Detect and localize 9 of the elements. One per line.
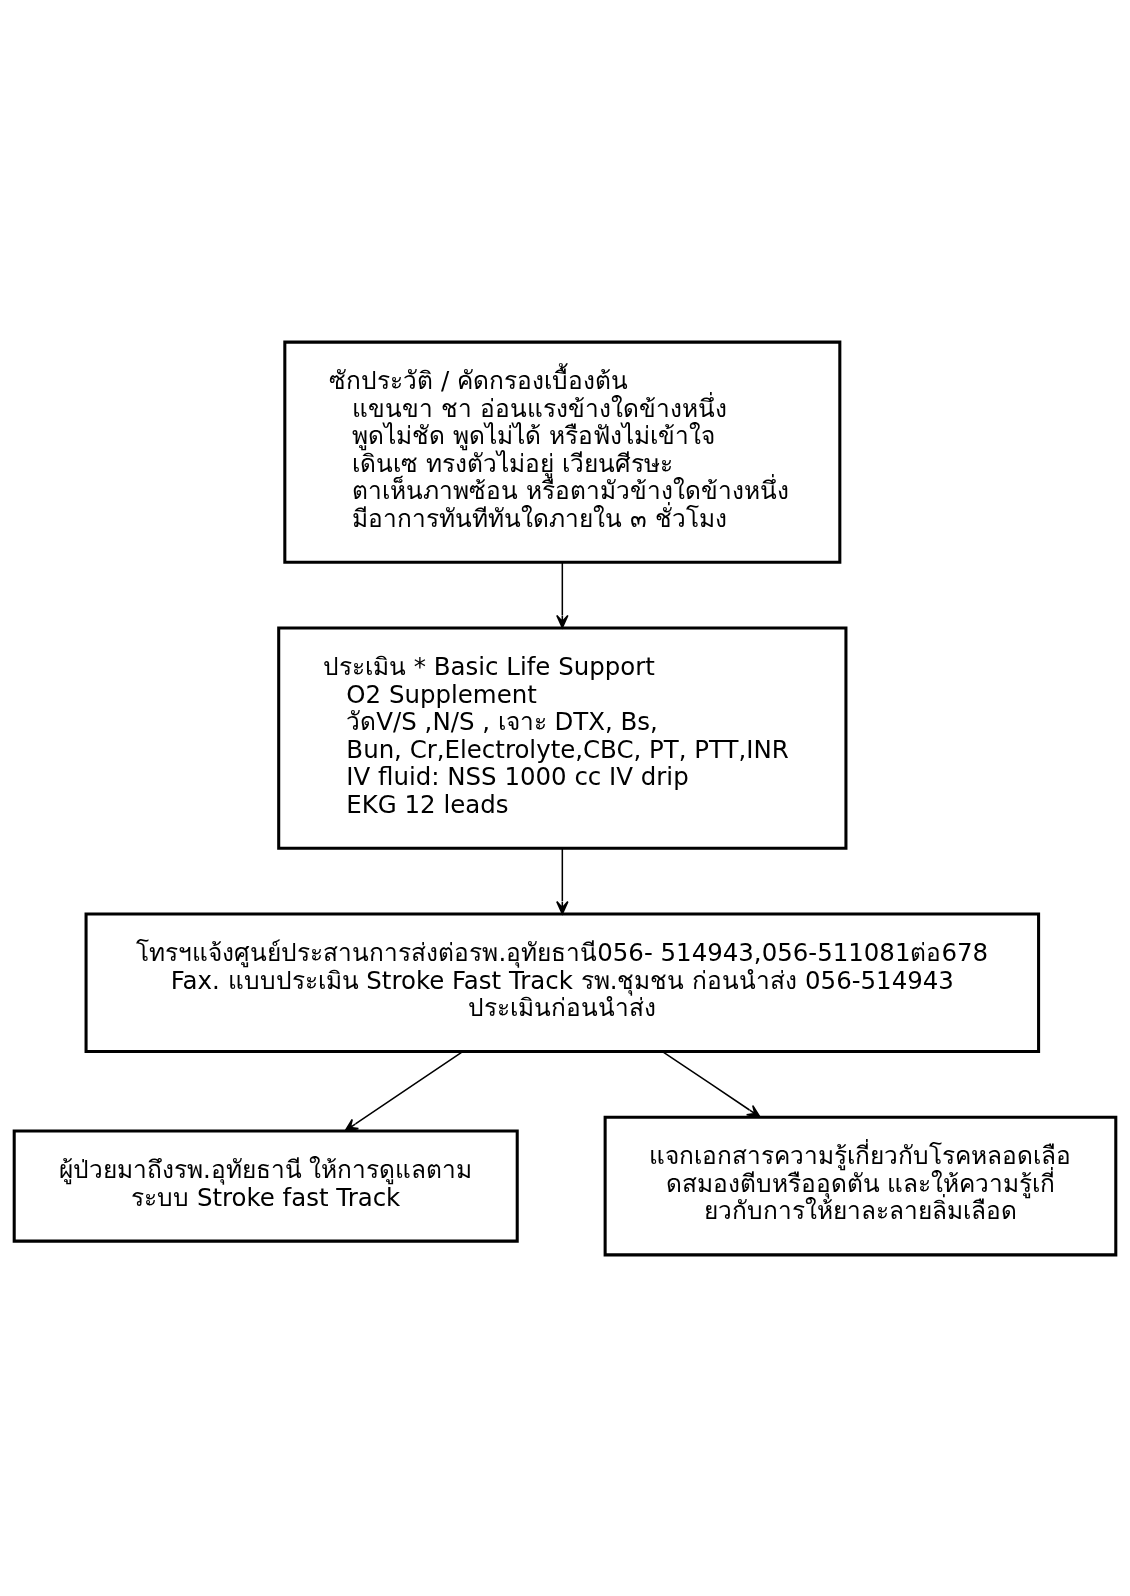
arrow <box>344 1050 464 1132</box>
node-box: โทรฯแจ้งศูนย์ประสานการส่งต่อรพ.อุทัยธานี056- 514943,056-511081ต่อ678 Fax. แบบประเมิน Stroke Fast Track รพ.ชุมชน ก่อนนำส่ง 056-514943 ประเมินก่อนนำส่ง <box>84 911 1041 1053</box>
node-box: ซักประวัติ / คัดกรองเบื้องต้น แขนขา ชา อ่อนแรงข้างใดข้างหนึ่ง พูดไม่ชัด พูดไม่ได้ หรือฟังไม่เข้าใจ เดินเซ ทรงตัวไม่อยู่ เวียนศีรษะ ตาเห็นภาพซ้อน หรือตามัวข้างใดข้างหนึ่ง มีอาการทันทีทันใดภายใน ๓ ชั่วโมง <box>283 340 842 564</box>
node-box: แจกเอกสารความรู้เกี่ยวกับโรคหลอดเลือดสมองตีบหรืออุดตัน และให้ความรู้เกี่ยวกับการให้ยาละลายลิ่มเลือด <box>603 1115 1118 1256</box>
node-box: ผู้ป่วยมาถึงรพ.อุทัยธานี ให้การดูแลตาม ระบบ Stroke fast Track <box>12 1129 519 1243</box>
arrow <box>662 1050 761 1118</box>
arrow <box>556 561 569 628</box>
node-box: ประเมิน * Basic Life Support O2 Supplement วัดV/S ,N/S , เจาะ DTX, Bs, Bun, Cr,Electrolyte,CBC, PT, PTT,INR IV fluid: NSS 1000 cc IV drip EKG 12 leads <box>277 626 848 850</box>
arrow <box>556 847 569 915</box>
